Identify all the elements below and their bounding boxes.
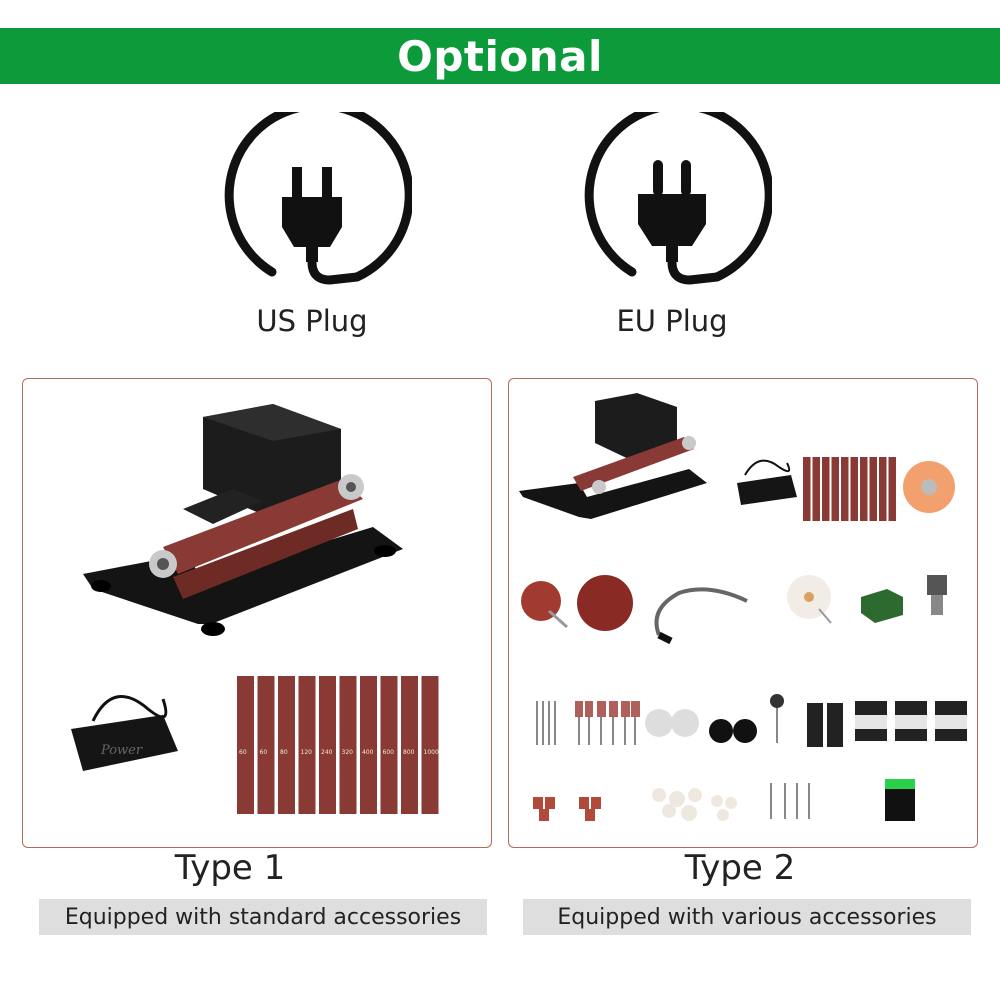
- sanding-belt: [278, 676, 295, 814]
- sanding-belts-small: [803, 457, 896, 521]
- sanding-belt-small: [869, 457, 877, 521]
- adapter-label: Power: [100, 743, 143, 758]
- type1-product-image: Power 60 60 80 120 240 320 400 600 800 1000: [71, 404, 439, 814]
- sanding-belt: [421, 676, 439, 814]
- belt-grit-label: 400: [362, 749, 374, 756]
- type1-title: Type 1: [174, 848, 286, 888]
- sanding-belt: [237, 676, 254, 814]
- sanding-belt: [380, 676, 398, 814]
- type1-panel: Power 60 60 80 120 240 320 400 600 800 1000: [22, 378, 492, 848]
- eu-plug-label: EU Plug: [616, 304, 728, 338]
- sanding-belt-small: [812, 457, 820, 521]
- sanding-belt-small: [860, 457, 868, 521]
- eu-plug-icon: [584, 112, 772, 285]
- belt-grit-label: 60: [239, 749, 247, 756]
- sanding-belt-small: [822, 457, 830, 521]
- header-banner: Optional: [0, 28, 1000, 84]
- sanding-belt-small: [879, 457, 887, 521]
- belt-grit-label: 240: [321, 749, 333, 756]
- type1-caption: Equipped with standard accessories: [39, 899, 487, 935]
- sanding-belt-small: [888, 457, 896, 521]
- type2-caption: Equipped with various accessories: [523, 899, 971, 935]
- type2-title: Type 2: [684, 848, 796, 888]
- belt-grit-label: 320: [342, 749, 354, 756]
- us-plug-icon: [224, 112, 412, 285]
- type2-panel: [508, 378, 978, 848]
- sanding-belt-small: [850, 457, 858, 521]
- sanding-belt-small: [803, 457, 811, 521]
- belt-grit-label: 80: [280, 749, 288, 756]
- belt-grit-label: 800: [403, 749, 415, 756]
- sanding-belts: 60 60 80 120 240 320 400 600 800 1000: [237, 676, 439, 814]
- us-plug-option: US Plug: [212, 112, 412, 338]
- sanding-belt: [401, 676, 418, 814]
- sanding-belt-small: [831, 457, 839, 521]
- eu-plug-option: EU Plug: [572, 112, 772, 338]
- sanding-belt-small: [841, 457, 849, 521]
- us-plug-label: US Plug: [256, 304, 368, 338]
- belt-grit-label: 1000: [424, 749, 439, 756]
- belt-grit-label: 60: [260, 749, 268, 756]
- belt-grit-label: 600: [383, 749, 395, 756]
- type2-product-image: [519, 393, 967, 821]
- sanding-belt: [257, 676, 275, 814]
- header-title: Optional: [397, 31, 603, 81]
- sanding-belt: [319, 676, 336, 814]
- sanding-belt: [339, 676, 357, 814]
- sanding-belt: [360, 676, 377, 814]
- sanding-belt: [298, 676, 316, 814]
- belt-grit-label: 120: [301, 749, 313, 756]
